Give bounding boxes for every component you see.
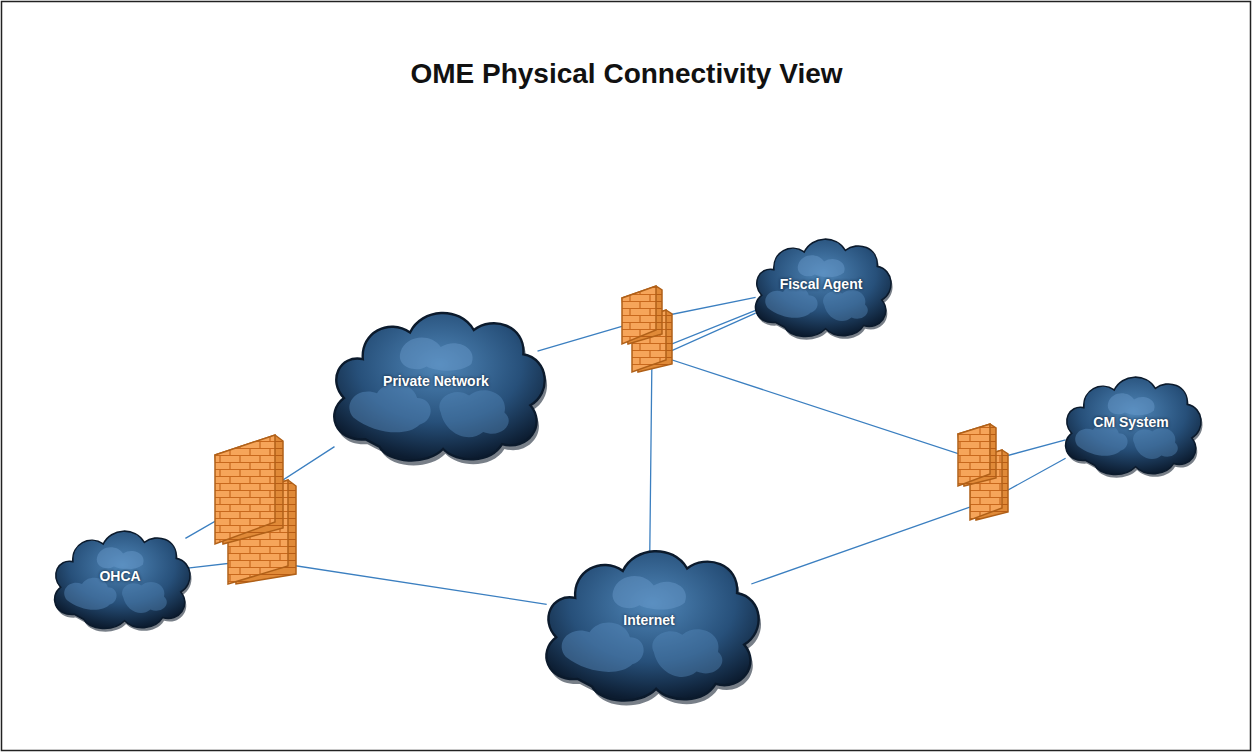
network-link [751, 458, 1065, 584]
network-cloud: Fiscal Agent [745, 228, 897, 340]
firewall-icon [215, 435, 296, 584]
network-cloud: Internet [530, 534, 768, 706]
cloud-label: Internet [623, 612, 674, 628]
cloud-label: OHCA [99, 568, 140, 584]
cloud-label: Private Network [383, 373, 489, 389]
firewall-icon [622, 286, 672, 372]
cloud-label: CM System [1093, 414, 1168, 430]
network-cloud: CM System [1055, 366, 1207, 478]
network-cloud: OHCA [44, 520, 196, 632]
diagram-title: OME Physical Connectivity View [0, 58, 1253, 90]
network-link [660, 313, 1066, 462]
firewall-icon [958, 424, 1008, 520]
cloud-label: Fiscal Agent [780, 276, 863, 292]
network-cloud: Private Network [318, 296, 554, 466]
